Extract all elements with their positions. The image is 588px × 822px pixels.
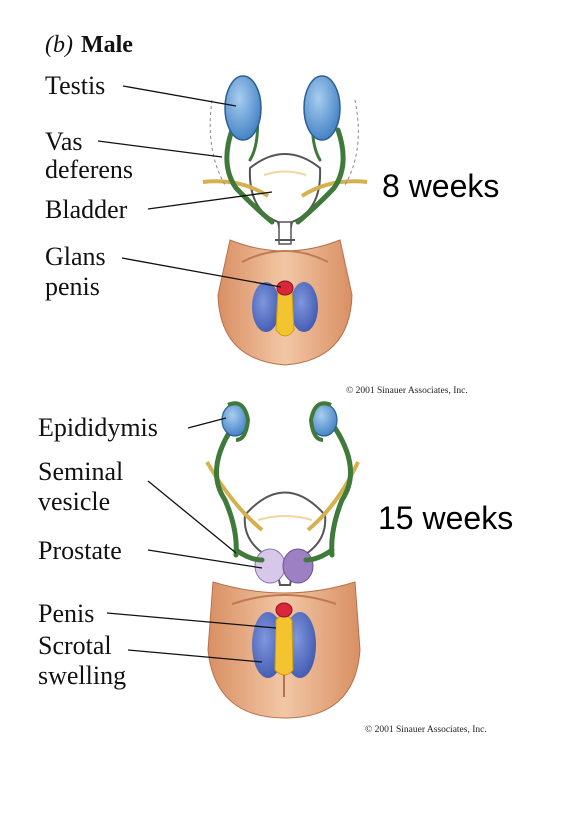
bottom-bladder-shape <box>243 491 327 586</box>
label-testis: Testis <box>45 71 106 100</box>
bottom-ducts <box>214 425 353 563</box>
label-penis: Penis <box>38 599 95 628</box>
top-copyright: © 2001 Sinauer Associates, Inc. <box>346 386 468 396</box>
age-label-8-weeks: 8 weeks <box>382 168 500 204</box>
age-label-15-weeks: 15 weeks <box>378 500 514 536</box>
label-seminal-line2: vesicle <box>38 487 111 516</box>
bottom-copyright: © 2001 Sinauer Associates, Inc. <box>365 725 487 735</box>
bottom-glans-shape <box>275 602 293 618</box>
bottom-ureters <box>205 460 360 532</box>
bottom-penis-shaft <box>274 614 294 676</box>
bottom-leader-lines <box>106 417 277 663</box>
top-left-testis-shape <box>224 75 262 141</box>
panel-heading: Male <box>80 32 133 58</box>
label-prostate: Prostate <box>38 536 122 565</box>
panel-letter: (b) <box>45 32 73 58</box>
label-glans-line2: penis <box>45 272 100 301</box>
label-vas-line2: deferens <box>45 155 134 184</box>
top-bladder-shape <box>248 153 322 245</box>
top-right-testis-shape <box>303 75 341 141</box>
top-urogenital-swellings <box>252 282 318 332</box>
label-vas-line1: Vas <box>45 127 83 156</box>
label-scrotal-line1: Scrotal <box>38 631 112 660</box>
top-glans-shape <box>276 280 294 296</box>
label-glans-line1: Glans <box>45 242 106 271</box>
bottom-prostate-shape <box>254 548 314 584</box>
label-seminal-line1: Seminal <box>38 457 124 486</box>
top-leader-lines <box>97 85 282 288</box>
bottom-testes <box>221 401 338 442</box>
label-scrotal-line2: swelling <box>38 661 127 690</box>
panel-title: (b) Male <box>45 32 133 59</box>
label-bladder: Bladder <box>45 195 128 224</box>
label-epididymis: Epididymis <box>38 413 158 442</box>
top-testis-outline-dashed <box>209 99 359 186</box>
